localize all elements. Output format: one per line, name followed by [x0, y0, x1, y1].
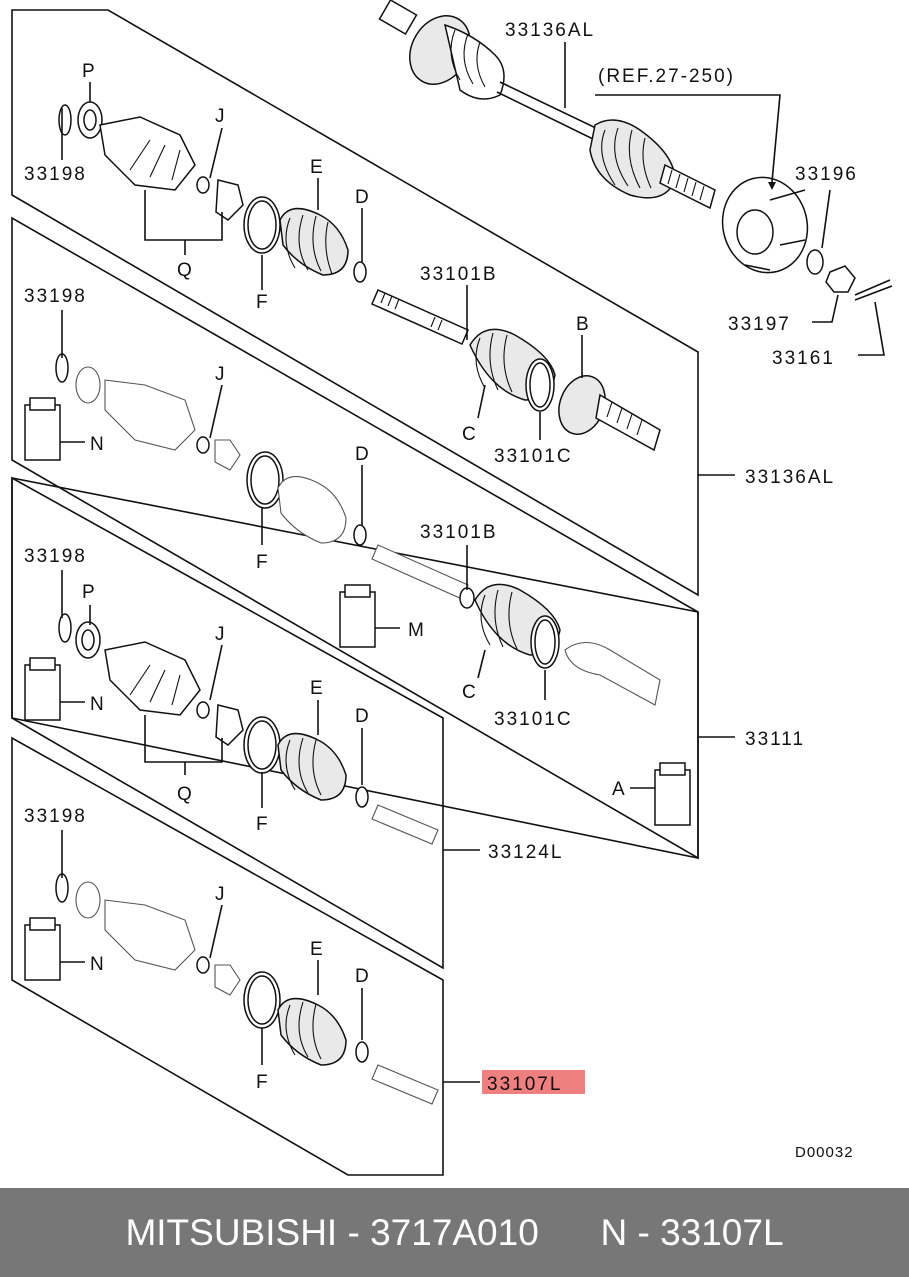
label-n-3: N [90, 954, 106, 975]
footer-part-info: MITSUBISHI - 3717A010 N - 33107L [125, 1211, 784, 1253]
tripod-housing [99, 116, 196, 191]
tripod-joint [215, 179, 244, 221]
panel-33107l-components [24, 873, 439, 1105]
grease-n-3 [24, 924, 61, 981]
exploded-parts-diagram: 33136AL (REF.27-250) 33196 33197 33161 P… [11, 0, 893, 1176]
boot-e [279, 207, 349, 276]
panel-33111-components [339, 583, 691, 826]
label-c-1: C [462, 424, 478, 445]
label-f-4: F [256, 1072, 270, 1093]
shaft-33101b [371, 289, 469, 345]
label-n-1: N [90, 434, 106, 455]
label-q-2: Q [177, 784, 194, 805]
label-d-2: D [355, 444, 371, 465]
label-d-1: D [355, 187, 371, 208]
label-assembly-upper: 33136AL [745, 467, 835, 488]
label-nut: 33197 [728, 314, 791, 335]
footer-bar: MITSUBISHI - 3717A010 N - 33107L [0, 1188, 909, 1277]
label-f-1: F [256, 292, 270, 313]
label-f-2: F [256, 552, 270, 573]
label-j-1: J [215, 106, 227, 127]
nut-33197 [825, 265, 856, 293]
label-e-3: E [310, 939, 325, 960]
inner-spline-end [378, 0, 418, 36]
panel-outlines [11, 9, 699, 1176]
label-e-1: E [310, 157, 325, 178]
label-reference: (REF.27-250) [598, 66, 735, 87]
label-e-2: E [310, 678, 325, 699]
top-panel-components [58, 101, 661, 452]
panel-33107l [11, 736, 444, 1176]
highlight-box [482, 1070, 585, 1094]
label-f-3: F [256, 814, 270, 835]
label-n-2: N [90, 694, 106, 715]
panel-33136al-top [11, 9, 699, 597]
label-band-small-1: 33101B [420, 264, 498, 285]
label-band-large-1: 33101C [494, 446, 573, 467]
leader-lines [60, 42, 885, 1083]
label-band-large-2: 33101C [494, 709, 573, 730]
label-j-4: J [215, 884, 227, 905]
label-ring-2: 33198 [24, 286, 87, 307]
callout-labels: 33136AL (REF.27-250) 33196 33197 33161 P… [24, 20, 858, 1161]
label-band-small-2: 33101B [420, 522, 498, 543]
label-d-3: D [355, 706, 371, 727]
snap-ring-j [196, 176, 210, 194]
panel-33124l-components [24, 613, 439, 845]
panel-33124l [11, 476, 444, 970]
label-assembly-top: 33136AL [505, 20, 595, 41]
grease-n-1 [24, 404, 61, 461]
wheel-hub [721, 176, 809, 274]
inner-boot [443, 23, 505, 100]
grease-n-2 [24, 664, 61, 721]
label-p-1: P [82, 61, 97, 82]
washer-33196 [806, 249, 824, 275]
label-b: B [576, 314, 591, 335]
label-assembly-middle: 33111 [745, 729, 805, 750]
grease-m [339, 591, 376, 648]
diagram-code: D00032 [795, 1144, 854, 1161]
label-q-1: Q [177, 260, 194, 281]
label-a: A [612, 779, 627, 800]
panel-33136al-components [24, 353, 469, 600]
label-m: M [408, 620, 426, 641]
label-washer: 33196 [795, 164, 858, 185]
label-j-3: J [215, 624, 227, 645]
cotter-pin-33161 [854, 279, 891, 296]
boot-band-d [353, 261, 367, 283]
label-cotter-pin: 33161 [772, 348, 835, 369]
label-d-4: D [355, 966, 371, 987]
label-j-2: J [215, 364, 227, 385]
label-ring-1: 33198 [24, 164, 87, 185]
label-ring-4: 33198 [24, 806, 87, 827]
outer-spline-end [659, 163, 716, 210]
label-c-2: C [462, 682, 478, 703]
label-assembly-bottom-highlighted[interactable]: 33107L [487, 1074, 562, 1095]
axle-shaft-top [378, 0, 716, 210]
label-p-2: P [82, 582, 97, 603]
grease-a [654, 769, 691, 826]
label-ring-3: 33198 [24, 546, 87, 567]
label-assembly-lower-mid: 33124L [488, 842, 563, 863]
